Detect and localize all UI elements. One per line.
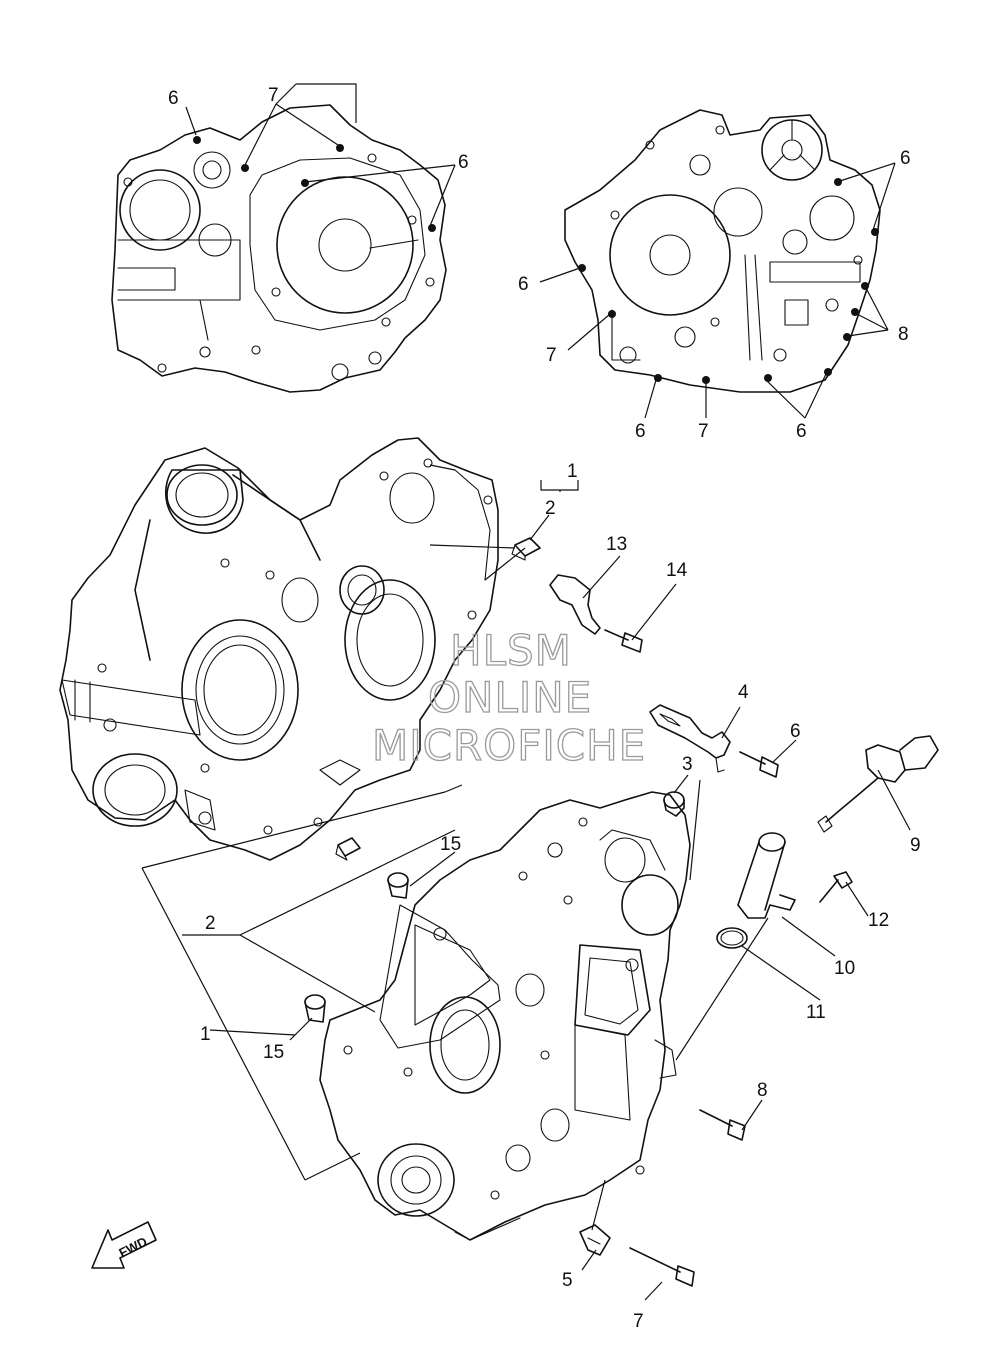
collar-part [663, 791, 685, 817]
callout-1: 1 [567, 461, 578, 482]
callout-12: 12 [868, 910, 889, 931]
bolt-part-6 [739, 751, 779, 778]
callout-14: 14 [666, 560, 688, 581]
dipstick-part [817, 735, 939, 833]
dowel-15-lower [304, 994, 326, 1023]
watermark-line-1: HLSM [450, 626, 572, 675]
callout-6: 6 [900, 148, 911, 169]
watermark-line-3: MICROFICHE [372, 721, 646, 770]
callout-4: 4 [738, 682, 749, 703]
dowel-pin-lower [335, 837, 361, 861]
fwd-label: FWD [116, 1234, 149, 1261]
o-ring-part [716, 927, 748, 949]
callout-8: 8 [898, 324, 909, 345]
callout-15: 15 [263, 1042, 284, 1063]
callout-5: 5 [562, 1270, 573, 1291]
crankcase-face-right-view [564, 109, 881, 393]
callout-15: 15 [440, 834, 461, 855]
dowel-15-upper [387, 872, 409, 899]
fwd-arrow-icon: FWD [91, 1221, 157, 1269]
callout-labels: 6 7 6 6 6 7 8 6 7 6 1 2 13 14 4 6 3 9 15… [168, 85, 921, 1332]
watermark-line-2: ONLINE [428, 673, 592, 722]
oil-tube-part [737, 832, 796, 919]
callout-13: 13 [606, 534, 627, 555]
callout-7: 7 [698, 421, 709, 442]
callout-2: 2 [205, 913, 216, 934]
callout-7: 7 [633, 1311, 644, 1332]
crankcase-right-half [319, 791, 691, 1241]
bolt-part-7 [629, 1247, 695, 1287]
callout-8: 8 [757, 1080, 768, 1101]
crankcase-left-half [59, 437, 499, 861]
callout-11: 11 [806, 1002, 826, 1023]
watermark: HLSM ONLINE MICROFICHE [371, 625, 646, 770]
callout-10: 10 [834, 958, 855, 979]
callout-7: 7 [268, 85, 279, 106]
callout-9: 9 [910, 835, 921, 856]
bolt-part-12 [819, 871, 853, 903]
callout-6: 6 [796, 421, 807, 442]
callout-2: 2 [545, 498, 556, 519]
callout-6: 6 [518, 274, 529, 295]
callout-6: 6 [458, 152, 469, 173]
crankcase-face-left-view [111, 104, 447, 393]
callout-6: 6 [168, 88, 179, 109]
callout-1: 1 [200, 1024, 211, 1045]
plate-part [549, 574, 601, 635]
callout-6: 6 [635, 421, 646, 442]
callout-3: 3 [682, 754, 693, 775]
bolt-part-8 [699, 1109, 746, 1141]
callout-6: 6 [790, 721, 801, 742]
callout-7: 7 [546, 345, 557, 366]
bracket-part [649, 704, 731, 773]
leader-lines [141, 83, 911, 1301]
bolt-part-14 [604, 629, 643, 653]
dowel-pin-upper [511, 537, 541, 561]
